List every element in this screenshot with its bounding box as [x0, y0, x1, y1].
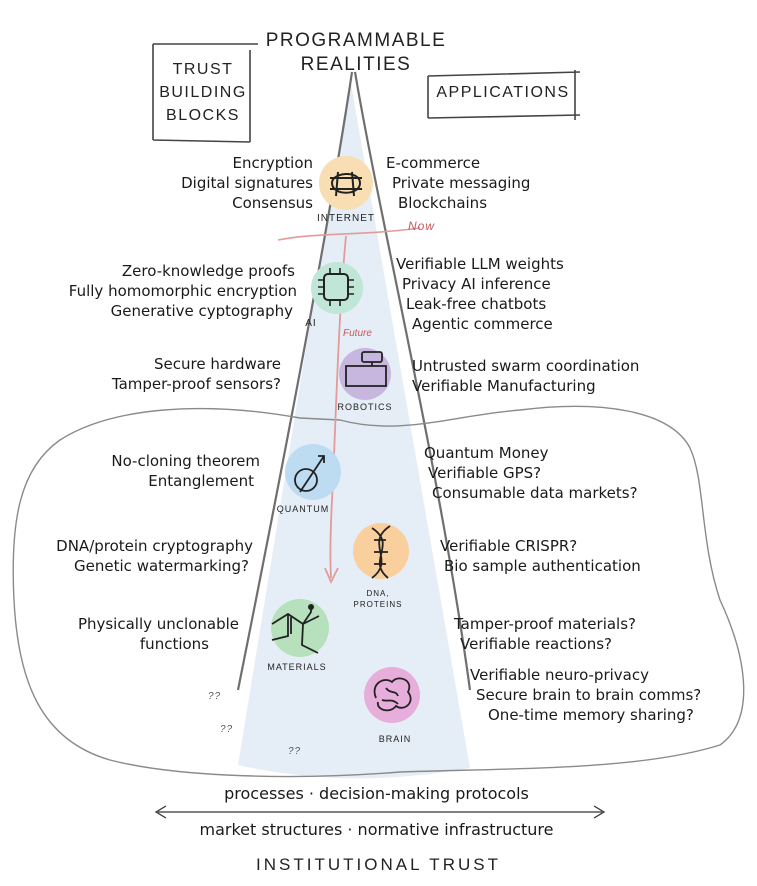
app-item: Tamper-proof materials?: [454, 615, 636, 633]
future-arrow-head: [324, 567, 339, 585]
materials-apps: Tamper-proof materials? Verifiable react…: [454, 614, 636, 654]
app-item: Verifiable neuro-privacy: [470, 666, 649, 684]
block-item: Entanglement: [148, 472, 254, 490]
robotics-apps: Untrusted swarm coordination Verifiable …: [412, 356, 639, 396]
network-globe-icon: [319, 156, 373, 210]
robotics-icon-bg: [339, 348, 391, 400]
block-item: Generative cyptography: [110, 302, 293, 320]
block-item: Secure hardware: [154, 355, 281, 373]
app-item: E-commerce: [386, 154, 481, 172]
brain-icon: [364, 667, 420, 723]
unknown-mark: ??: [220, 724, 234, 735]
cone-edge-right: [353, 71, 472, 691]
app-item: Quantum Money: [424, 444, 549, 462]
internet-caption: INTERNET: [317, 213, 375, 224]
future-marker: Future: [343, 328, 372, 339]
block-item: functions: [139, 635, 209, 653]
foundation-arrow-right-head: [593, 805, 606, 819]
brain-caption: BRAIN: [378, 734, 412, 744]
brain-icon-bg: [364, 667, 420, 723]
app-item: Consumable data markets?: [432, 484, 638, 502]
trust-building-blocks-label: TRUST BUILDING BLOCKS: [158, 58, 248, 127]
internet-apps: E-commerce Private messaging Blockchains: [386, 153, 530, 213]
unknown-mark: ??: [208, 691, 222, 702]
materials-icon-bg: [271, 599, 329, 657]
app-item: Verifiable LLM weights: [396, 255, 564, 273]
title-line-2: REALITIES: [300, 54, 412, 75]
left-box-line-1: TRUST: [172, 61, 234, 78]
app-item: Verifiable reactions?: [460, 635, 612, 653]
block-item: No-cloning theorem: [111, 452, 260, 470]
qubit-icon: [285, 444, 341, 500]
block-item: DNA/protein cryptography: [56, 537, 253, 555]
ai-icon-bg: [311, 262, 363, 314]
block-item: Zero-knowledge proofs: [121, 262, 295, 280]
internet-blocks: Encryption Digital signatures Consensus: [181, 153, 313, 213]
dna-caption: DNA, PROTEINS: [338, 588, 418, 610]
materials-blocks: Physically unclonable functions: [78, 614, 239, 654]
app-item: Blockchains: [398, 194, 488, 212]
dna-apps: Verifiable CRISPR? Bio sample authentica…: [440, 536, 641, 576]
app-item: Verifiable Manufacturing: [412, 377, 596, 395]
foundation-title: INSTITUTIONAL TRUST: [256, 855, 501, 874]
now-marker: Now: [408, 219, 436, 233]
block-item: Genetic watermarking?: [74, 557, 249, 575]
app-item: One-time memory sharing?: [488, 706, 694, 724]
internet-icon-bg: [319, 156, 373, 210]
block-item: Physically unclonable: [77, 615, 239, 633]
app-item: Untrusted swarm coordination: [412, 357, 640, 375]
app-item: Verifiable GPS?: [428, 464, 542, 482]
title-line-1: PROGRAMMABLE: [265, 30, 447, 51]
app-item: Privacy AI inference: [402, 275, 551, 293]
dna-caption-line-2: PROTEINS: [353, 600, 403, 609]
quantum-apps: Quantum Money Verifiable GPS? Consumable…: [424, 443, 638, 503]
block-item: Consensus: [232, 194, 313, 212]
foundation-top-text: processes · decision-making protocols: [224, 784, 529, 803]
materials-caption: MATERIALS: [267, 662, 327, 672]
block-item: Fully homomorphic encryption: [68, 282, 297, 300]
app-item: Secure brain to brain comms?: [476, 686, 702, 704]
chip-icon: [311, 262, 363, 314]
app-item: Verifiable CRISPR?: [440, 537, 578, 555]
app-item: Bio sample authentication: [444, 557, 641, 575]
title: PROGRAMMABLE REALITIES: [256, 29, 456, 77]
ai-blocks: Zero-knowledge proofs Fully homomorphic …: [69, 261, 297, 321]
foundation-bottom-text: market structures · normative infrastruc…: [199, 820, 554, 839]
quantum-caption: QUANTUM: [276, 504, 330, 514]
now-line: [277, 227, 421, 241]
unknown-mark: ??: [288, 746, 302, 757]
applications-label: APPLICATIONS: [436, 84, 570, 101]
dna-blocks: DNA/protein cryptography Genetic waterma…: [56, 536, 253, 576]
left-box-outline: [152, 43, 258, 143]
block-item: Encryption: [232, 154, 313, 172]
app-item: Private messaging: [392, 174, 531, 192]
ai-apps: Verifiable LLM weights Privacy AI infere…: [396, 254, 564, 334]
quantum-blocks: No-cloning theorem Entanglement: [111, 451, 260, 491]
left-box-line-2: BUILDING: [159, 84, 247, 101]
robotics-blocks: Secure hardware Tamper-proof sensors?: [112, 354, 281, 394]
robot-icon: [339, 348, 391, 400]
dna-caption-line-1: DNA,: [366, 589, 390, 598]
speculative-region-outline: [12, 405, 745, 778]
dna-helix-icon: [353, 523, 409, 579]
right-box-outline: [427, 70, 581, 120]
foundation-arrow-left-head: [154, 805, 167, 819]
left-box-line-3: BLOCKS: [166, 107, 240, 124]
molecule-icon: [271, 599, 329, 657]
robotics-caption: ROBOTICS: [337, 402, 393, 412]
app-item: Agentic commerce: [412, 315, 553, 333]
block-item: Digital signatures: [181, 174, 313, 192]
ai-caption: AI: [305, 318, 317, 329]
block-item: Tamper-proof sensors?: [111, 375, 281, 393]
app-item: Leak-free chatbots: [406, 295, 547, 313]
cone-edge-left: [236, 71, 354, 691]
brain-apps: Verifiable neuro-privacy Secure brain to…: [470, 665, 701, 725]
